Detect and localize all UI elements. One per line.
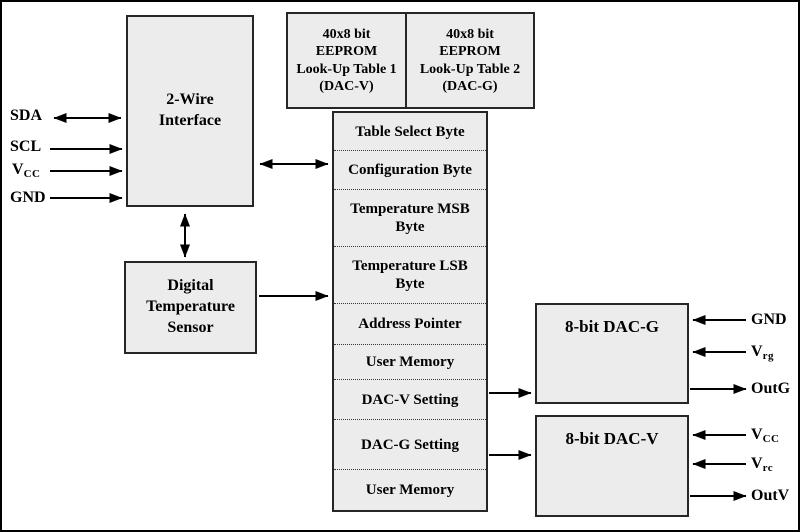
pin-vrg-sub: rg [762, 350, 774, 362]
eeprom-lut1-label: 40x8 bit EEPROM Look-Up Table 1 (DAC-V) [296, 26, 397, 95]
pin-gnd-dac-g: GND [751, 311, 787, 329]
eeprom-lut2-label: 40x8 bit EEPROM Look-Up Table 2 (DAC-G) [419, 26, 521, 95]
block-dac-g: 8-bit DAC-G [535, 303, 689, 404]
pin-outv: OutV [751, 487, 789, 505]
register-row-dac-g-setting: DAC-G Setting [334, 420, 486, 470]
pin-vrg-label: V [751, 343, 763, 360]
register-row-table-select: Table Select Byte [334, 113, 486, 151]
2-wire-interface-label: 2-Wire Interface [158, 91, 222, 129]
pin-gnd-left: GND [10, 189, 46, 207]
block-eeprom-lut1: 40x8 bit EEPROM Look-Up Table 1 (DAC-V) [286, 12, 407, 109]
pin-vcc-left-label: V [12, 161, 24, 178]
pin-vrc-sub: rc [762, 462, 774, 474]
block-2-wire-interface: 2-Wire Interface [126, 15, 254, 207]
register-stack: Table Select Byte Configuration Byte Tem… [332, 111, 488, 512]
temperature-sensor-label: Digital Temperature Sensor [146, 277, 235, 336]
pin-vrc-label: V [751, 455, 763, 472]
pin-vrg: Vrg [751, 343, 774, 362]
pin-vrc: Vrc [751, 455, 774, 474]
register-row-user-memory-1: User Memory [334, 345, 486, 380]
pin-gnd-dac-g-label: GND [751, 311, 787, 328]
register-row-temp-msb: Temperature MSB Byte [334, 190, 486, 247]
pin-outg: OutG [751, 380, 790, 398]
pin-sda-label: SDA [10, 107, 43, 124]
pin-vcc-left-sub: CC [23, 168, 41, 180]
pin-scl-label: SCL [10, 138, 42, 155]
pin-vcc-left: VCC [12, 161, 41, 180]
block-temperature-sensor: Digital Temperature Sensor [124, 261, 257, 354]
dac-v-label: 8-bit DAC-V [565, 429, 659, 448]
register-row-user-memory-2: User Memory [365, 482, 455, 498]
register-row-configuration: Configuration Byte [334, 151, 486, 190]
block-dac-v: 8-bit DAC-V [535, 415, 689, 517]
dac-g-label: 8-bit DAC-G [565, 317, 659, 336]
pin-vcc-dac-v: VCC [751, 426, 780, 445]
pin-scl: SCL [10, 138, 41, 156]
pin-vcc-dac-v-sub: CC [762, 433, 780, 445]
pin-vcc-dac-v-label: V [751, 426, 763, 443]
register-row-address-pointer: Address Pointer [334, 304, 486, 345]
pin-gnd-left-label: GND [10, 189, 46, 206]
pin-outg-label: OutG [751, 380, 791, 397]
pin-outv-label: OutV [751, 487, 790, 504]
register-row-dac-v-setting: DAC-V Setting [334, 380, 486, 420]
register-row-temp-lsb: Temperature LSB Byte [334, 247, 486, 304]
block-eeprom-lut2: 40x8 bit EEPROM Look-Up Table 2 (DAC-G) [407, 12, 535, 109]
pin-sda: SDA [10, 107, 42, 125]
